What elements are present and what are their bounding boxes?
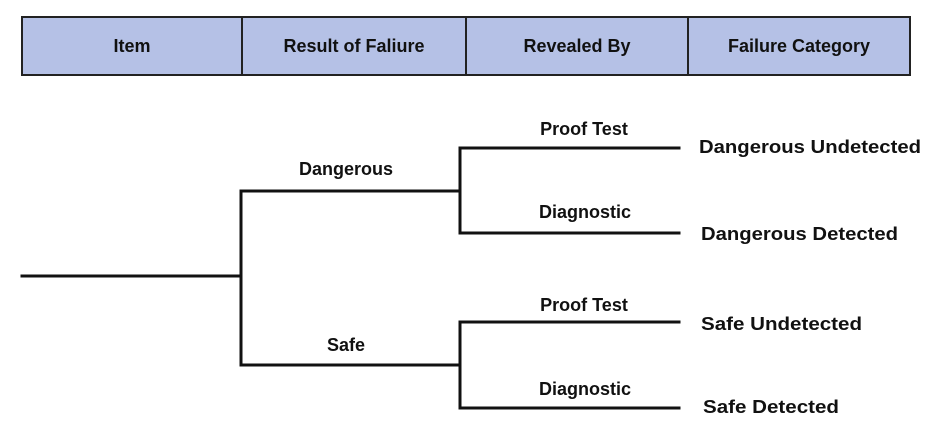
revealed-by-label: Diagnostic: [539, 202, 631, 222]
failure-category-label: Dangerous Detected: [701, 224, 898, 244]
result-label-dangerous: Dangerous: [299, 159, 393, 179]
revealed-by-label: Proof Test: [540, 119, 628, 139]
header-item: Item: [23, 18, 243, 74]
header-failure-category: Failure Category: [727, 35, 871, 56]
result-label-safe: Safe: [327, 335, 365, 355]
failure-category-label: Safe Undetected: [701, 314, 862, 334]
revealed-by-label: Proof Test: [540, 295, 628, 315]
header-result-of-failure: Result of Faliure: [243, 18, 467, 74]
header-revealed-by: Revealed By: [467, 18, 689, 74]
revealed-by-label: Diagnostic: [539, 379, 631, 399]
failure-category-label: Safe Detected: [703, 397, 839, 417]
header-table: Item Result of Faliure Revealed By Failu…: [21, 16, 911, 76]
failure-category-label: Dangerous Undetected: [699, 137, 921, 157]
